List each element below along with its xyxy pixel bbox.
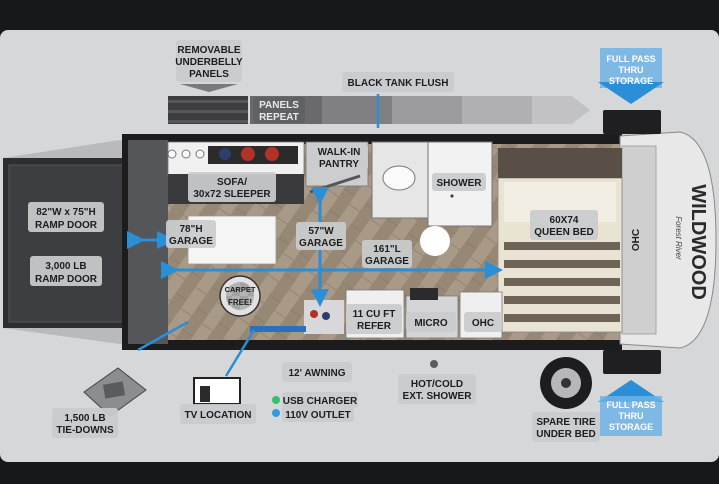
label-outdoor-shower: HOT/COLD EXT. SHOWER bbox=[398, 374, 476, 404]
outlet-dot bbox=[272, 409, 280, 417]
svg-text:UNDER BED: UNDER BED bbox=[536, 429, 595, 440]
label-usb-charger: USB CHARGER bbox=[282, 392, 358, 408]
label-spare-tire: SPARE TIRE UNDER BED bbox=[532, 412, 600, 442]
svg-text:GARAGE: GARAGE bbox=[169, 236, 213, 247]
label-micro: MICRO bbox=[406, 312, 456, 332]
svg-text:THRU: THRU bbox=[619, 411, 644, 421]
svg-text:SPARE TIRE: SPARE TIRE bbox=[536, 417, 596, 428]
svg-text:CARPET: CARPET bbox=[225, 285, 256, 294]
svg-text:STORAGE: STORAGE bbox=[609, 76, 653, 86]
label-garage-width: 57"W GARAGE bbox=[296, 222, 346, 250]
svg-text:STORAGE: STORAGE bbox=[609, 422, 653, 432]
svg-text:WALK-IN: WALK-IN bbox=[318, 147, 361, 158]
brand-logo: WILDWOOD Forest River bbox=[674, 184, 709, 300]
svg-text:PANELS: PANELS bbox=[259, 100, 299, 111]
tv-location-icon bbox=[193, 377, 241, 405]
label-garage-height: 78"H GARAGE bbox=[166, 220, 216, 248]
svg-text:PANTRY: PANTRY bbox=[319, 159, 359, 170]
brand-script: Forest River bbox=[674, 216, 683, 260]
svg-text:110V OUTLET: 110V OUTLET bbox=[285, 410, 351, 421]
label-shower: SHOWER bbox=[432, 173, 486, 191]
label-outlet: 110V OUTLET bbox=[282, 406, 354, 422]
svg-text:FULL PASS: FULL PASS bbox=[606, 400, 655, 410]
svg-text:3,000 LB: 3,000 LB bbox=[45, 261, 86, 272]
down-arrow-icon bbox=[180, 84, 238, 92]
label-tv-location: TV LOCATION bbox=[180, 404, 256, 424]
label-ramp-door-size: 82"W x 75"H RAMP DOOR bbox=[28, 202, 104, 232]
svg-text:1,500 LB: 1,500 LB bbox=[64, 413, 105, 424]
svg-text:PANELS: PANELS bbox=[189, 69, 229, 80]
storage-arrow-top bbox=[598, 48, 664, 104]
brand-wordmark: WILDWOOD bbox=[687, 184, 709, 300]
svg-text:UNDERBELLY: UNDERBELLY bbox=[175, 57, 243, 68]
svg-text:OHC: OHC bbox=[631, 229, 642, 251]
svg-text:RAMP DOOR: RAMP DOOR bbox=[35, 220, 98, 231]
label-removable-panels: REMOVABLE UNDERBELLY PANELS bbox=[175, 40, 243, 82]
label-walk-in-pantry: WALK-IN PANTRY bbox=[310, 144, 368, 170]
svg-text:EXT. SHOWER: EXT. SHOWER bbox=[403, 391, 473, 402]
svg-text:FULL PASS: FULL PASS bbox=[606, 54, 655, 64]
spare-tire-icon bbox=[540, 357, 592, 409]
svg-text:TV LOCATION: TV LOCATION bbox=[184, 410, 251, 421]
svg-text:THRU: THRU bbox=[619, 65, 644, 75]
label-full-pass-bottom: FULL PASS THRU STORAGE bbox=[606, 400, 655, 432]
interior-furniture bbox=[167, 141, 623, 339]
label-ohc-right: OHC bbox=[631, 229, 642, 251]
svg-text:REFER: REFER bbox=[357, 321, 392, 332]
svg-text:57"W: 57"W bbox=[308, 226, 334, 237]
svg-text:78"H: 78"H bbox=[179, 224, 202, 235]
svg-text:82"W x 75"H: 82"W x 75"H bbox=[36, 207, 96, 218]
label-garage-length: 161"L GARAGE bbox=[362, 240, 412, 268]
svg-text:OHC: OHC bbox=[472, 318, 494, 329]
svg-text:30x72 SLEEPER: 30x72 SLEEPER bbox=[193, 189, 271, 200]
svg-text:12' AWNING: 12' AWNING bbox=[288, 368, 345, 379]
label-awning: 12' AWNING bbox=[282, 362, 352, 382]
svg-text:USB CHARGER: USB CHARGER bbox=[283, 396, 358, 407]
svg-text:REPEAT: REPEAT bbox=[259, 112, 299, 123]
svg-text:SOFA/: SOFA/ bbox=[217, 177, 247, 188]
usb-charger-dot bbox=[272, 396, 280, 404]
tie-down-icon bbox=[83, 367, 147, 417]
svg-text:MICRO: MICRO bbox=[414, 318, 448, 329]
svg-text:60X74: 60X74 bbox=[550, 215, 579, 226]
label-sofa: SOFA/ 30x72 SLEEPER bbox=[188, 172, 276, 202]
label-refer: 11 CU FT REFER bbox=[346, 304, 402, 334]
svg-text:BLACK TANK FLUSH: BLACK TANK FLUSH bbox=[348, 78, 449, 89]
label-black-tank-flush: BLACK TANK FLUSH bbox=[342, 72, 454, 92]
svg-text:GARAGE: GARAGE bbox=[299, 238, 343, 249]
svg-text:REMOVABLE: REMOVABLE bbox=[177, 45, 240, 56]
label-ohc-bottom: OHC bbox=[464, 312, 502, 332]
label-panels-repeat: PANELS REPEAT bbox=[253, 97, 305, 123]
svg-text:RAMP DOOR: RAMP DOOR bbox=[35, 274, 98, 285]
svg-text:HOT/COLD: HOT/COLD bbox=[411, 379, 463, 390]
svg-text:SHOWER: SHOWER bbox=[437, 178, 483, 189]
svg-text:GARAGE: GARAGE bbox=[365, 256, 409, 267]
svg-text:QUEEN BED: QUEEN BED bbox=[534, 227, 593, 238]
storage-arrow-bottom bbox=[598, 380, 664, 436]
carpet-free-badge: CARPET FREE! bbox=[219, 275, 261, 317]
label-full-pass-top: FULL PASS THRU STORAGE bbox=[606, 54, 655, 86]
location-marker bbox=[420, 226, 450, 256]
label-ramp-door-weight: 3,000 LB RAMP DOOR bbox=[30, 256, 102, 286]
label-queen-bed: 60X74 QUEEN BED bbox=[530, 210, 598, 240]
svg-text:161"L: 161"L bbox=[373, 244, 401, 255]
ext-shower-pin bbox=[430, 360, 438, 368]
svg-text:TIE-DOWNS: TIE-DOWNS bbox=[56, 425, 114, 436]
svg-text:FREE!: FREE! bbox=[228, 298, 252, 307]
svg-text:11 CU FT: 11 CU FT bbox=[353, 309, 396, 320]
leader-lines bbox=[137, 94, 380, 377]
label-tie-downs: 1,500 LB TIE-DOWNS bbox=[52, 408, 118, 438]
